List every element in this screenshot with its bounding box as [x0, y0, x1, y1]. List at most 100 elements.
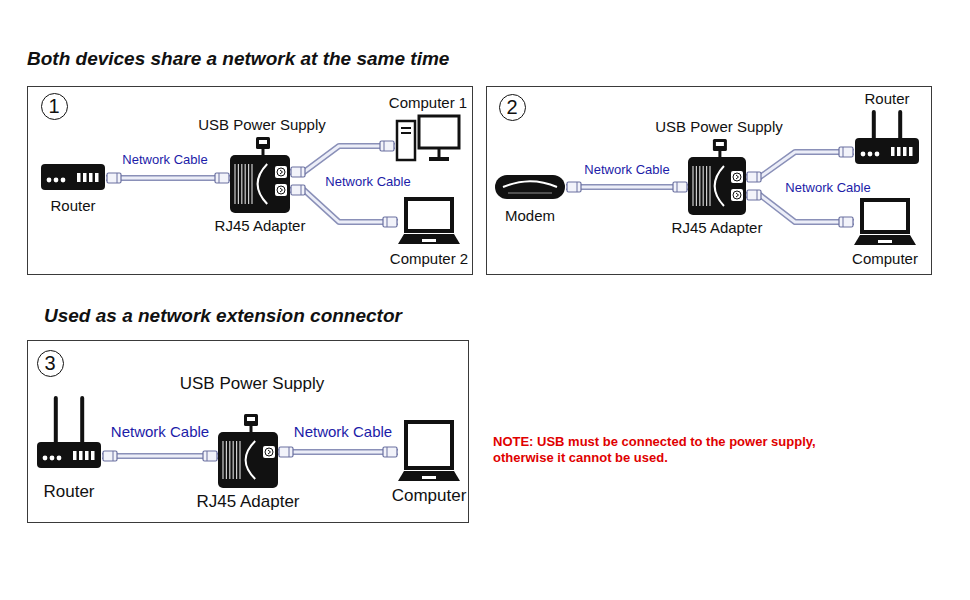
port-slot [891, 147, 895, 156]
monitor-stand [438, 148, 441, 157]
section-heading: Both devices share a network at the same… [27, 48, 449, 70]
router-body [41, 164, 105, 190]
port-arrow [280, 188, 283, 192]
power-label: USB Power Supply [655, 118, 783, 135]
note-text: NOTE: USB must be connected to the power… [493, 434, 871, 465]
plug-rib [387, 217, 388, 227]
grip-rib [709, 166, 710, 206]
grip-rib [245, 164, 246, 204]
grip-rib [703, 166, 704, 206]
antenna [80, 398, 84, 444]
grip-rib [229, 441, 230, 479]
touchpad [422, 239, 436, 242]
plug-rib [384, 141, 385, 151]
device-label: Router [43, 482, 94, 502]
router-icon [36, 396, 102, 470]
rj45-adapter: RJ45 Adapter [218, 432, 278, 488]
laptop-icon [854, 198, 916, 246]
device-label: Computer [852, 250, 918, 267]
network-cable [102, 453, 218, 459]
network-cable [566, 184, 688, 190]
plug-rib [577, 182, 578, 192]
port-slot [897, 147, 901, 156]
status-light [868, 152, 873, 157]
grip-rib [241, 164, 242, 204]
monitor-base [429, 157, 449, 161]
grip-rib [699, 166, 700, 206]
grip-rib [238, 164, 239, 204]
status-light [57, 456, 62, 461]
modem-edge [508, 192, 552, 194]
network-cable [106, 175, 230, 181]
rj45-port [275, 166, 287, 178]
router-device: Router [854, 110, 920, 166]
grip-rib [234, 164, 235, 204]
network-cable [278, 449, 398, 455]
cable-core [746, 195, 854, 222]
plug-rib [117, 173, 118, 183]
housing-curve [246, 441, 256, 479]
laptop-screen [862, 200, 908, 232]
device-label: Computer [392, 486, 467, 506]
network-cable [290, 146, 395, 172]
modem-body [495, 175, 565, 199]
port-slot [85, 451, 89, 460]
rj45-plug [215, 173, 229, 183]
grip-rib [236, 441, 237, 479]
adapter-body [218, 432, 278, 488]
port-arrow [280, 170, 283, 174]
rj45-port [275, 184, 287, 196]
grip-rib [251, 164, 252, 204]
port-ring [277, 168, 285, 176]
status-light [861, 152, 866, 157]
callout-number: 2 [499, 94, 526, 121]
rj45-plug [383, 217, 397, 227]
rj45-port [731, 171, 743, 183]
rj45-plug [673, 182, 687, 192]
port-arrow [268, 450, 271, 454]
usb-cable [718, 150, 721, 157]
grip-rib [706, 166, 707, 206]
rj45-plug [747, 172, 761, 182]
plug-rib [301, 185, 302, 195]
cable-label: Network Cable [120, 153, 209, 168]
usb-cable [262, 148, 265, 155]
tower [397, 121, 415, 160]
network-cable [746, 195, 854, 222]
usb-plug-contact [716, 142, 724, 146]
rj45-plug [839, 147, 853, 157]
status-light [50, 456, 55, 461]
tower-slot [401, 127, 411, 129]
plug-rib [207, 451, 208, 461]
device-label: Computer 1 [389, 94, 467, 111]
callout-number: 3 [37, 350, 64, 377]
grip-rib [226, 441, 227, 479]
plug-rib [301, 167, 302, 177]
laptop-screen [406, 199, 452, 231]
device-label: Router [864, 90, 909, 107]
port-slot [95, 173, 99, 182]
modem-icon [494, 172, 566, 202]
laptop-icon [398, 420, 460, 482]
cable-core [290, 190, 398, 222]
cable-core [102, 455, 218, 458]
plug-rib [843, 147, 844, 157]
laptop-base [854, 235, 916, 245]
rj45-plug [567, 182, 581, 192]
plug-rib [219, 173, 220, 183]
adapter-body [230, 155, 290, 213]
network-cable [290, 190, 398, 222]
laptop-computer: Computer [854, 198, 916, 246]
cable-label: Network Cable [109, 423, 211, 440]
cable-label: Network Cable [292, 423, 394, 440]
port-arrow [736, 193, 739, 197]
device-label: RJ45 Adapter [672, 219, 763, 236]
grip-rib [692, 166, 693, 206]
antenna [54, 398, 58, 444]
plug-rib [387, 447, 388, 457]
cable-core [566, 186, 688, 189]
grip-rib [222, 441, 223, 479]
port-slot [83, 173, 87, 182]
port-slot [903, 147, 907, 156]
